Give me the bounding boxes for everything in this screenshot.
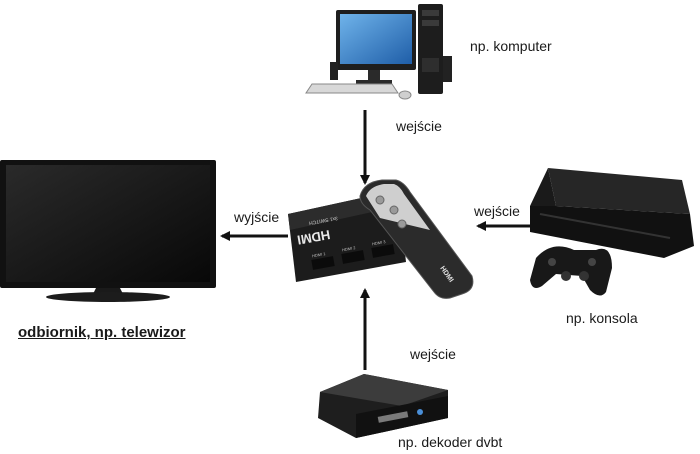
label-input-right: wejście: [474, 203, 520, 219]
flat-tv-icon: [0, 160, 216, 302]
port-3-label: HDMI 3: [372, 239, 387, 246]
hdmi-port-2: [341, 250, 365, 264]
label-input-top: wejście: [396, 118, 442, 134]
set-top-box-icon: [318, 374, 448, 438]
remote-button-3-icon: [397, 219, 407, 229]
label-input-bottom: wejście: [410, 346, 456, 362]
port-1-label: HDMI 1: [312, 251, 327, 258]
label-computer: np. komputer: [470, 38, 552, 54]
label-receiver: odbiornik, np. telewizor: [18, 324, 186, 341]
gamepad-icon: [530, 246, 612, 296]
remote-control-icon: HDMI: [359, 179, 474, 299]
remote-button-2-icon: [389, 205, 399, 215]
hdmi-switch-icon: HDMI 3x1 SWITCH HDMI 1 HDMI 2 HDMI 3: [288, 190, 406, 282]
label-decoder: np. dekoder dvbt: [398, 434, 503, 450]
switch-logo: HDMI: [296, 227, 331, 248]
label-console: np. konsola: [566, 310, 638, 326]
remote-button-1-icon: [375, 195, 385, 205]
game-console-icon: [530, 168, 694, 258]
port-2-label: HDMI 2: [342, 245, 357, 252]
hdmi-port-1: [311, 256, 335, 270]
hdmi-port-3: [371, 244, 395, 258]
label-output: wyjście: [234, 209, 280, 225]
desktop-computer-icon: [305, 4, 452, 100]
switch-subtitle: 3x1 SWITCH: [308, 215, 338, 226]
